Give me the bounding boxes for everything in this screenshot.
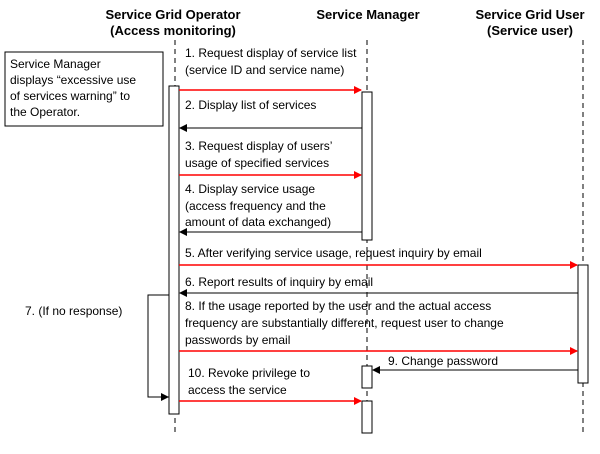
- message-10-line-2: access the service: [188, 383, 287, 397]
- note-line-3: of services warning” to: [10, 89, 130, 103]
- message-3-line-2: usage of specified services: [185, 156, 329, 170]
- note-box: [4, 51, 164, 127]
- message-4-line-2: (access frequency and the: [185, 199, 326, 213]
- participant-operator-title: Service Grid Operator: [105, 7, 240, 22]
- activation-manager-2: [361, 365, 373, 389]
- note-line-1: Service Manager: [10, 57, 101, 71]
- self-call-label: 7. (If no response): [25, 304, 122, 318]
- message-5-line-1: 5. After verifying service usage, reques…: [185, 246, 482, 260]
- message-8-line-2: frequency are substantially different, r…: [185, 316, 504, 330]
- message-9-line-1: 9. Change password: [388, 354, 498, 368]
- participant-manager-title: Service Manager: [316, 7, 419, 22]
- note-line-4: the Operator.: [10, 105, 80, 119]
- message-1-line-2: (service ID and service name): [185, 63, 344, 77]
- message-4-line-1: 4. Display service usage: [185, 182, 315, 196]
- activation-manager-3: [361, 400, 373, 434]
- message-8-line-3: passwords by email: [185, 333, 290, 347]
- participant-user-subtitle: (Service user): [487, 23, 573, 38]
- activation-manager-1: [361, 91, 373, 241]
- message-8-line-1: 8. If the usage reported by the user and…: [185, 299, 491, 313]
- participant-operator-subtitle: (Access monitoring): [110, 23, 236, 38]
- message-4-line-3: amount of data exchanged): [185, 215, 331, 229]
- activation-operator: [168, 85, 180, 415]
- message-1-line-1: 1. Request display of service list: [185, 46, 357, 60]
- self-call-bracket: [147, 294, 169, 398]
- note-line-2: displays “excessive use: [10, 73, 136, 87]
- participant-user-title: Service Grid User: [475, 7, 584, 22]
- message-2-line-1: 2. Display list of services: [185, 98, 316, 112]
- message-10-line-1: 10. Revoke privilege to: [188, 366, 310, 380]
- message-3-line-1: 3. Request display of users’: [185, 139, 332, 153]
- message-6-line-1: 6. Report results of inquiry by email: [185, 275, 373, 289]
- activation-user: [577, 264, 589, 384]
